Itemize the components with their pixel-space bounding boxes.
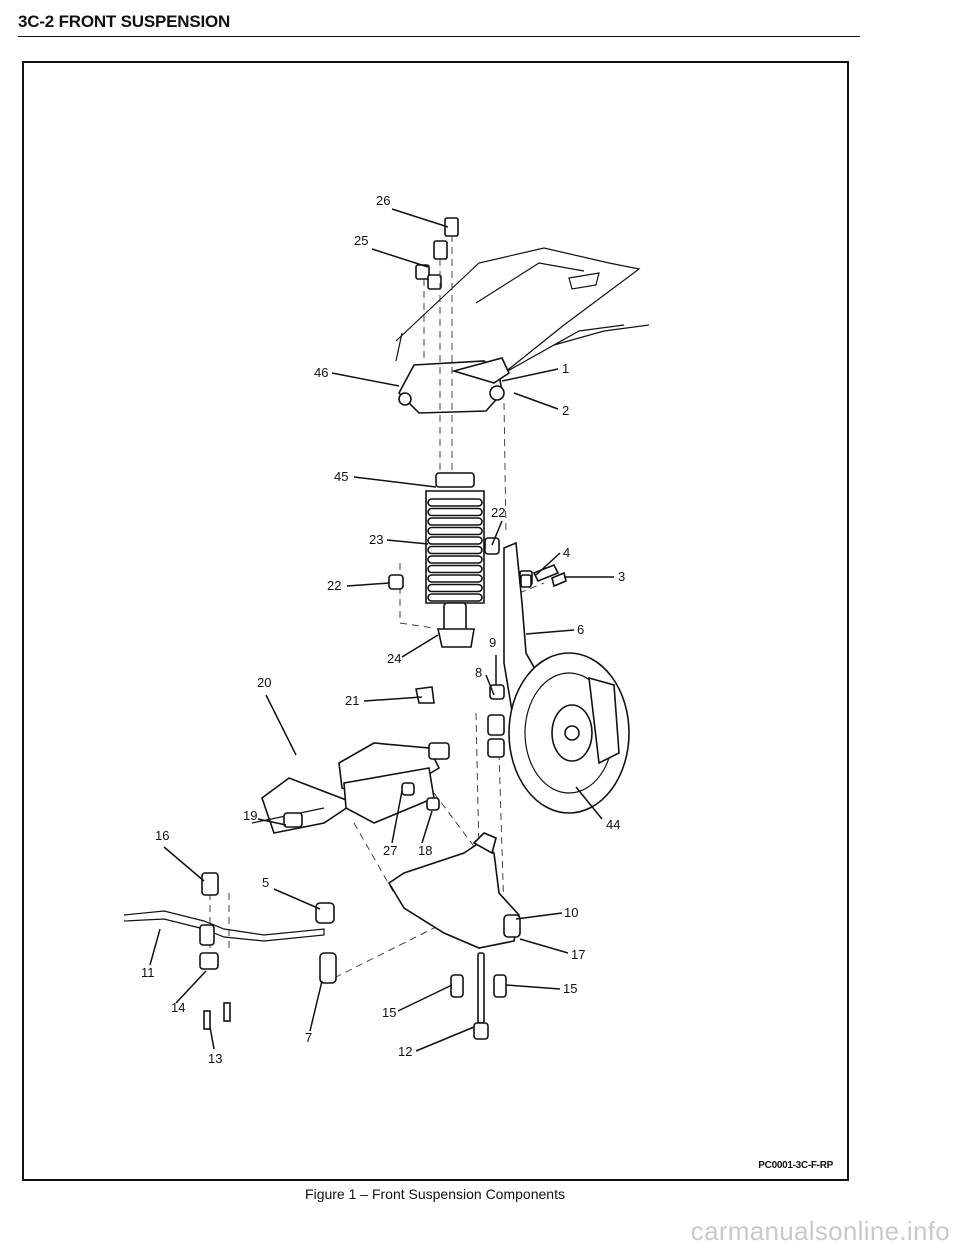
callout-number: 19 bbox=[243, 808, 257, 823]
callout-number: 25 bbox=[354, 233, 368, 248]
callout-number: 44 bbox=[606, 817, 620, 832]
callout-leader bbox=[149, 928, 161, 966]
callout-number: 12 bbox=[398, 1044, 412, 1059]
misc-hardware bbox=[283, 563, 560, 828]
stabilizer-bar bbox=[123, 872, 337, 1030]
spring-coil bbox=[427, 555, 483, 564]
spring-coil bbox=[427, 507, 483, 517]
callout-number: 20 bbox=[257, 675, 271, 690]
callout-number: 26 bbox=[376, 193, 390, 208]
callout-leader bbox=[401, 634, 439, 658]
callout-number: 15 bbox=[563, 981, 577, 996]
frame-crossmember bbox=[251, 686, 450, 834]
callout-number: 18 bbox=[418, 843, 432, 858]
callout-leader bbox=[353, 476, 437, 488]
callout-leader bbox=[175, 970, 207, 1004]
callout-number: 5 bbox=[262, 875, 269, 890]
callout-number: 4 bbox=[563, 545, 570, 560]
callout-leader bbox=[535, 552, 561, 576]
section-title: 3C-2 FRONT SUSPENSION bbox=[18, 12, 231, 31]
callout-leader bbox=[491, 520, 503, 546]
callout-number: 22 bbox=[327, 578, 341, 593]
spring-coil bbox=[427, 526, 483, 536]
callout-leader bbox=[415, 1026, 475, 1052]
brake-rotor bbox=[508, 652, 630, 814]
spring-coil bbox=[427, 564, 483, 574]
callout-leader bbox=[363, 696, 423, 702]
callout-number: 10 bbox=[564, 905, 578, 920]
callout-number: 23 bbox=[369, 532, 383, 547]
callout-number: 17 bbox=[571, 947, 585, 962]
spring-coil bbox=[427, 498, 483, 507]
callout-number: 13 bbox=[208, 1051, 222, 1066]
spring-coil bbox=[427, 574, 483, 583]
spring-coil bbox=[427, 536, 483, 545]
vehicle-body-outline bbox=[395, 247, 650, 374]
callout-leader bbox=[257, 818, 287, 826]
callout-leader bbox=[209, 1026, 215, 1050]
watermark: carmanualsonline.info bbox=[690, 1216, 950, 1246]
spring-coil bbox=[427, 593, 483, 602]
callout-number: 15 bbox=[382, 1005, 396, 1020]
callout-number: 27 bbox=[383, 843, 397, 858]
callout-leader bbox=[525, 629, 575, 635]
spring-coil bbox=[427, 517, 483, 526]
callout-number: 21 bbox=[345, 693, 359, 708]
callout-leader bbox=[485, 674, 495, 696]
callout-leader bbox=[513, 392, 559, 410]
callout-leader bbox=[371, 248, 429, 268]
callout-leader bbox=[515, 912, 563, 920]
figure-caption: Figure 1 – Front Suspension Components bbox=[305, 1186, 565, 1202]
spring-coil bbox=[427, 545, 483, 555]
callout-leader bbox=[386, 539, 429, 545]
callout-leader bbox=[309, 980, 323, 1032]
callout-leader bbox=[331, 372, 400, 387]
callout-number: 9 bbox=[489, 635, 496, 650]
upper-bolts bbox=[415, 217, 459, 290]
callout-leader bbox=[346, 582, 390, 587]
callout-leader bbox=[391, 790, 403, 844]
callout-leader bbox=[265, 694, 297, 756]
callout-leader bbox=[421, 810, 433, 844]
spring-coil bbox=[427, 583, 483, 593]
callout-leader bbox=[163, 846, 205, 882]
callout-number: 1 bbox=[562, 361, 569, 376]
callout-number: 24 bbox=[387, 651, 401, 666]
coil-spring-shock bbox=[388, 472, 500, 648]
suspension-illustration: 2625461245222343226924820214419162718510… bbox=[123, 193, 650, 1066]
callout-number: 11 bbox=[141, 965, 155, 980]
callout-number: 6 bbox=[577, 622, 584, 637]
page-header: 3C-2 FRONT SUSPENSION bbox=[18, 12, 860, 37]
callout-number: 45 bbox=[334, 469, 348, 484]
callout-number: 16 bbox=[155, 828, 169, 843]
callout-leader bbox=[397, 984, 453, 1012]
assembly-guide-lines bbox=[209, 235, 545, 984]
callout-leader bbox=[501, 368, 559, 382]
callout-number: 2 bbox=[562, 403, 569, 418]
callout-leader bbox=[519, 938, 569, 954]
callout-leader bbox=[575, 786, 603, 820]
callout-number: 7 bbox=[305, 1030, 312, 1045]
callout-number: 3 bbox=[618, 569, 625, 584]
callout-number: 22 bbox=[491, 505, 505, 520]
callout-number: 8 bbox=[475, 665, 482, 680]
figure-code: PC0001-3C-F-RP bbox=[758, 1160, 833, 1171]
callout-leader bbox=[391, 208, 449, 228]
callout-leader bbox=[273, 888, 321, 910]
callout-number: 46 bbox=[314, 365, 328, 380]
callout-number: 14 bbox=[171, 1000, 185, 1015]
upper-control-arm bbox=[398, 357, 511, 414]
lower-control-arm bbox=[387, 832, 521, 1040]
callout-leader bbox=[505, 984, 561, 990]
